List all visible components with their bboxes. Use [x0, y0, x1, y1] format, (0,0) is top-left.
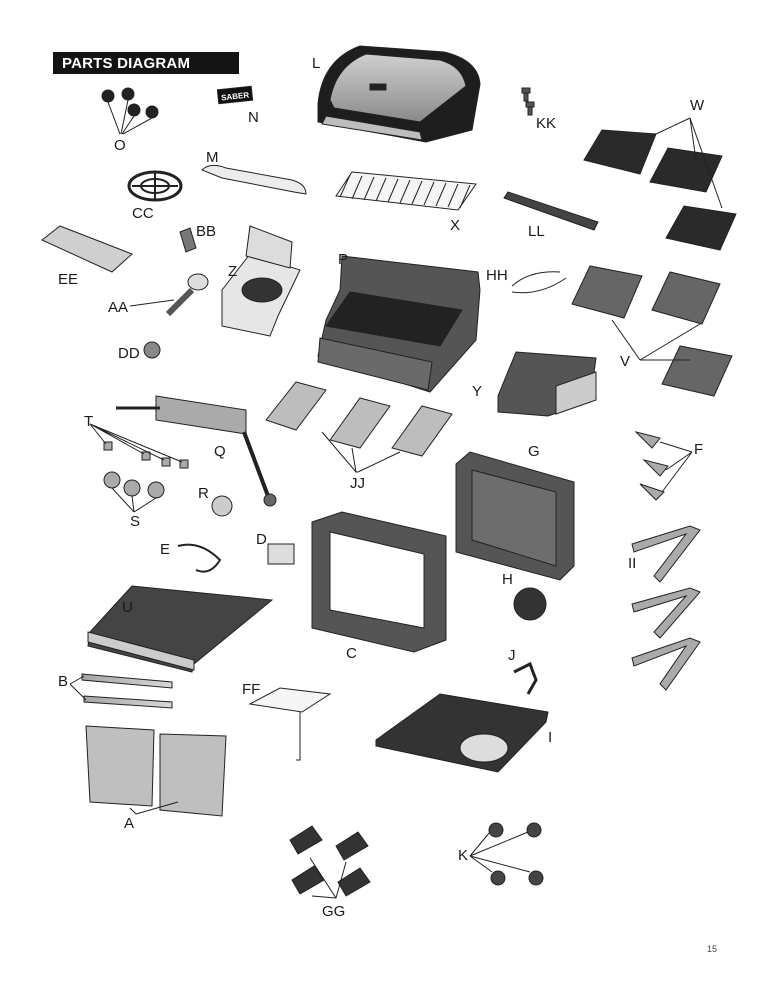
label-k: K — [458, 847, 469, 864]
part-d-box — [267, 543, 295, 565]
page-number: 15 — [707, 944, 718, 954]
part-doors — [85, 725, 227, 817]
part-bottom-shelf — [375, 693, 549, 773]
part-logo-badge: SABER — [216, 85, 254, 105]
label-q: Q — [214, 443, 226, 460]
label-x: X — [450, 217, 461, 234]
part-b-rails — [69, 673, 173, 709]
part-valve-caps — [89, 423, 189, 469]
part-igniter — [211, 495, 233, 517]
label-ff: FF — [242, 681, 261, 698]
part-shelf-frame — [248, 687, 332, 761]
part-wire — [511, 271, 567, 294]
label-hh: HH — [486, 267, 508, 284]
label-o: O — [114, 137, 126, 154]
label-t: T — [84, 413, 94, 430]
label-s: S — [130, 513, 141, 530]
label-h: H — [502, 571, 513, 588]
label-f: F — [694, 441, 704, 458]
part-cart-frame — [311, 511, 447, 653]
label-gg: GG — [322, 903, 346, 920]
part-dd — [143, 341, 161, 359]
part-burner-tube — [129, 273, 209, 317]
label-r: R — [198, 485, 209, 502]
part-bottom-tray — [87, 585, 274, 673]
label-d: D — [256, 531, 267, 548]
part-side-burner-grate — [127, 170, 183, 202]
label-b: B — [58, 673, 69, 690]
part-knobs-o — [101, 87, 159, 135]
part-cooking-grates — [583, 117, 737, 251]
label-z: Z — [228, 263, 238, 280]
label-m: M — [206, 149, 219, 166]
label-e: E — [160, 541, 171, 558]
label-n: N — [248, 109, 259, 126]
label-dd: DD — [118, 345, 140, 362]
logo-text: SABER — [221, 91, 250, 103]
label-w: W — [690, 97, 705, 114]
part-lid — [317, 45, 481, 143]
header-title: PARTS DIAGRAM — [62, 55, 191, 72]
part-casters — [469, 822, 544, 886]
part-side-shelf — [41, 225, 133, 273]
label-aa: AA — [108, 299, 129, 316]
label-ee: EE — [58, 271, 79, 288]
part-manifold — [116, 395, 277, 507]
part-knobs-s — [103, 471, 165, 513]
label-g: G — [528, 443, 540, 460]
part-flavorizer-bars — [265, 381, 453, 473]
label-p: P — [338, 251, 349, 268]
part-ll-bracket — [503, 191, 599, 231]
part-feet — [289, 825, 371, 899]
part-screws — [521, 87, 535, 116]
part-warming-rack — [335, 171, 477, 211]
label-ii: II — [628, 555, 637, 572]
label-v: V — [620, 353, 631, 370]
label-y: Y — [472, 383, 483, 400]
part-ring — [513, 587, 547, 621]
part-firebox — [317, 255, 481, 393]
label-bb: BB — [196, 223, 217, 240]
label-u: U — [122, 599, 133, 616]
part-side-burner — [221, 225, 301, 337]
part-hose-clip — [513, 661, 538, 695]
part-burners — [571, 265, 733, 397]
label-a: A — [124, 815, 135, 832]
section-header: PARTS DIAGRAM — [53, 52, 239, 74]
part-wiring — [177, 543, 222, 573]
part-heat-cover — [497, 351, 597, 417]
label-cc: CC — [132, 205, 154, 222]
part-back-panel — [455, 451, 575, 581]
part-clips-f — [634, 431, 693, 501]
label-c: C — [346, 645, 357, 662]
part-rails — [631, 525, 701, 691]
label-ll: LL — [528, 223, 545, 240]
label-j: J — [508, 647, 516, 664]
part-handle — [201, 164, 307, 195]
label-i: I — [548, 729, 553, 746]
label-l: L — [312, 55, 321, 72]
part-valve — [179, 227, 197, 253]
label-kk: KK — [536, 115, 557, 132]
label-jj: JJ — [350, 475, 365, 492]
